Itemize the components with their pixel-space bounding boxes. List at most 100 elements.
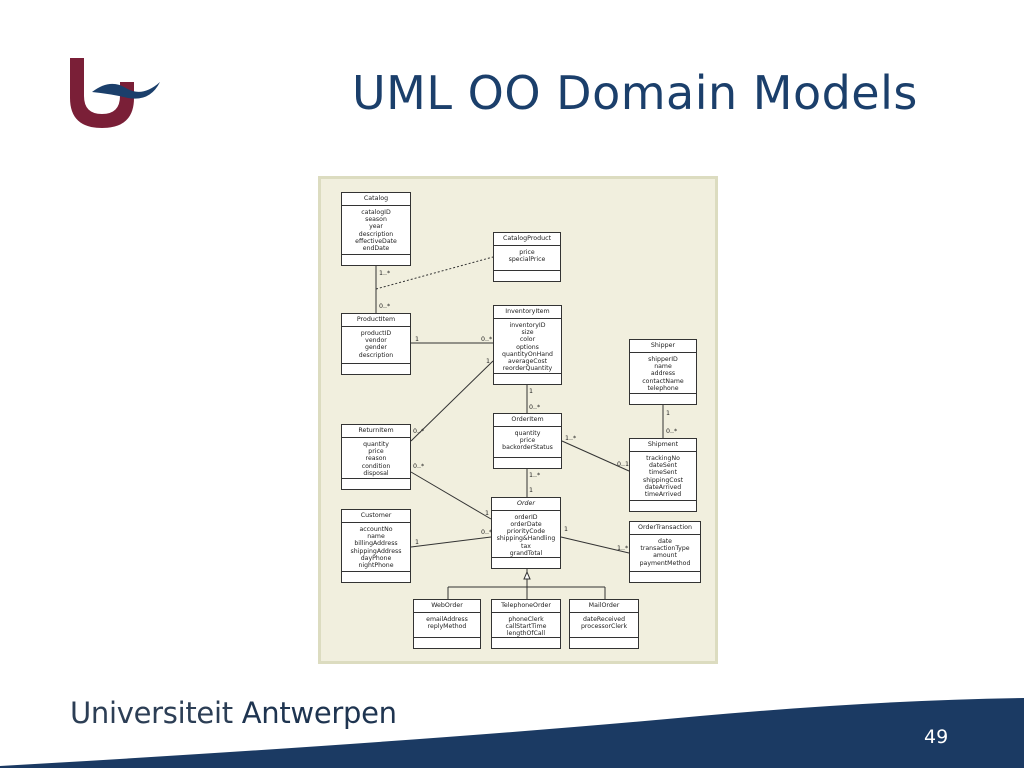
university-name: Universiteit Antwerpen [70,696,397,730]
class-attribute: priorityCode [506,528,546,536]
slide-title: UML OO Domain Models [352,66,918,120]
multiplicity-catalog-product-b: 0..* [379,303,391,310]
multiplicity-catalog-product-a: 1..* [379,270,391,277]
class-attribute: price [519,437,536,445]
multiplicity-shipper-shipment-a: 1 [666,410,671,417]
class-attribute: disposal [363,469,389,477]
class-attribute: contactName [642,377,684,385]
class-attribute: date [658,538,672,545]
class-attribute: gender [365,344,387,352]
class-attribute: nightPhone [358,562,394,570]
class-attribute: shippingAddress [350,547,402,555]
class-attribute: dateArrived [644,483,682,491]
class-attribute: shippingCost [642,476,684,484]
class-operations [494,457,561,468]
class-attribute: emailAddress [426,616,468,623]
class-attribute: year [369,223,383,231]
class-attribute: price [519,249,535,256]
class-attribute: quantity [363,441,389,448]
class-attribute: name [367,533,385,541]
class-operations [630,393,696,404]
class-attribute: amount [653,552,677,560]
class-name: Customer [342,510,410,523]
class-attribute: dateReceived [582,616,626,623]
class-attribute: reason [365,455,387,463]
class-attribute: inventoryID [509,322,546,329]
class-attribute: timeArrived [644,491,682,499]
multiplicity-return-order-a: 0..* [413,463,425,470]
class-attribute: quantityOnHand [502,350,553,358]
multiplicity-customer-order-b: 0..* [481,529,493,536]
class-operations [630,571,700,582]
class-operations [494,270,560,281]
footer-wave [0,698,1024,768]
class-operations [342,571,410,582]
class-attribute: condition [361,462,391,470]
class-attribute: transactionType [640,545,690,553]
multiplicity-return-order-b: 1 [485,510,490,517]
class-attribute: price [368,448,384,456]
class-name: WebOrder [414,600,480,613]
class-attribute: replyMethod [427,623,467,631]
class-attribute: productID [360,330,392,337]
class-attribute: accountNo [359,526,393,533]
class-name: TelephoneOrder [492,600,560,613]
multiplicity-inventory-orderitem-b: 0..* [529,404,541,411]
class-operations [494,373,561,384]
class-attribute: reorderQuantity [502,365,553,373]
university-logo-mark [70,58,160,128]
class-attribute: telephone [647,384,679,392]
class-attribute: grandTotal [509,549,543,557]
class-name: OrderItem [494,414,561,427]
class-name: ProductItem [342,314,410,327]
class-attribute: address [650,370,676,378]
class-operations [342,254,410,265]
class-attribute: lengthOfCall [506,630,546,638]
class-attribute: quantity [514,430,541,437]
class-attribute: vendor [365,337,387,345]
page-number: 49 [924,726,949,748]
class-attribute: season [365,216,387,224]
class-name: OrderTransaction [630,522,700,535]
class-name: InventoryItem [494,306,561,319]
class-name: MailOrder [570,600,638,613]
class-attribute: size [521,329,534,337]
multiplicity-customer-order-a: 1 [415,539,420,546]
multiplicity-return-inventory: 0..* [413,428,425,435]
class-operations [342,363,410,374]
class-attribute: tax [521,542,531,550]
class-operations [342,478,410,489]
class-attribute: billingAddress [354,540,398,548]
class-name: Catalog [342,193,410,206]
class-attribute: orderID [514,513,538,521]
class-attribute: dateSent [648,462,678,470]
multiplicity-inventory-return: 1 [486,358,491,365]
class-operations [630,500,696,511]
class-attribute: color [519,336,536,344]
class-attribute: paymentMethod [639,559,691,567]
multiplicity-shipper-shipment-b: 0..* [666,428,678,435]
class-attribute: description [358,351,394,359]
class-attribute: options [516,343,539,351]
class-attribute: averageCost [507,358,548,366]
class-attribute: name [654,363,672,371]
